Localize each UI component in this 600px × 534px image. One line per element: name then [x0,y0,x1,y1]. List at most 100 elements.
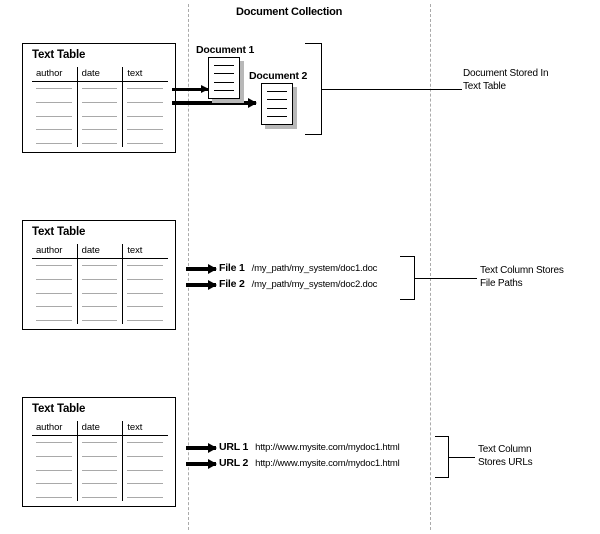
file-2-value: /my_path/my_system/doc2.doc [251,279,378,290]
table-row [127,101,164,103]
column-rows [78,259,123,324]
text-table-columns: author date [32,67,169,147]
file-2-key: File 2 [219,278,245,290]
table-row [81,455,118,457]
table-row [127,278,164,280]
column-header-date: date [77,67,123,82]
table-row [36,306,72,308]
table-column-text: text [122,67,169,147]
table-column-date: date [76,67,123,147]
table-row [81,320,118,321]
arrow-to-document-2 [172,98,257,108]
table-row [81,143,118,144]
table-row [127,129,164,131]
column-header-text: text [123,244,169,259]
table-row [127,497,164,498]
column-header-author: author [32,244,77,259]
arrow-to-file-1 [186,264,217,274]
leader-line-urls [449,457,475,458]
table-row [36,265,72,266]
table-row [81,278,118,280]
url-2-value: http://www.mysite.com/mydoc1.html [255,458,400,469]
table-row [36,497,72,498]
text-table-title: Text Table [32,403,86,415]
column-header-author: author [32,67,77,82]
document-1-label: Document 1 [196,44,255,56]
table-column-author: author [32,421,77,501]
table-row [127,306,164,308]
document-2-icon [261,83,297,129]
table-row [36,455,72,457]
column-header-author: author [32,421,77,436]
table-row [127,442,164,443]
collection-boundary-right [430,4,431,530]
column-rows [123,82,168,147]
table-row [127,143,164,144]
url-1-key: URL 1 [219,441,249,453]
arrow-to-url-1 [186,443,217,453]
column-header-date: date [77,421,123,436]
table-row [36,101,72,103]
table-row [36,143,72,144]
url-row-1: URL 1 http://www.mysite.com/mydoc1.html [219,441,400,453]
text-table-file-paths: Text Table author date [22,220,176,330]
table-row [81,306,118,308]
table-column-text: text [122,244,169,324]
table-row [81,115,118,117]
table-row [36,115,72,117]
text-table-urls: Text Table author date [22,397,176,507]
column-rows [32,259,77,324]
table-row [127,455,164,457]
table-row [127,292,164,294]
table-column-author: author [32,244,77,324]
table-row [127,115,164,117]
url-2-key: URL 2 [219,457,249,469]
arrow-to-url-2 [186,459,217,469]
document-2-label: Document 2 [249,70,308,82]
bracket-file-paths [400,256,415,300]
annotation-text-column-stores-urls: Text Column Stores URLs [478,444,533,468]
table-row [81,483,118,485]
table-column-date: date [76,244,123,324]
document-collection-title: Document Collection [236,6,343,18]
table-row [81,497,118,498]
arrow-to-file-2 [186,280,217,290]
annotation-document-stored-in-text-table: Document Stored In Text Table [463,68,549,92]
table-row [81,129,118,131]
table-row [127,88,164,89]
column-header-text: text [123,421,169,436]
table-row [36,278,72,280]
url-1-value: http://www.mysite.com/mydoc1.html [255,442,400,453]
column-rows [32,436,77,501]
table-row [81,265,118,266]
column-header-date: date [77,244,123,259]
annotation-text-column-stores-file-paths: Text Column Stores File Paths [480,265,564,289]
table-row [127,469,164,471]
column-rows [78,436,123,501]
table-row [36,320,72,321]
column-rows [78,82,123,147]
table-row [127,320,164,321]
text-table-columns: author date [32,244,169,324]
table-row [36,292,72,294]
table-row [36,469,72,471]
table-row [36,483,72,485]
table-row [36,129,72,131]
table-row [81,469,118,471]
file-1-key: File 1 [219,262,245,274]
url-row-2: URL 2 http://www.mysite.com/mydoc1.html [219,457,400,469]
document-1-icon [208,57,244,103]
column-rows [32,82,77,147]
file-path-row-2: File 2/my_path/my_system/doc2.doc [219,278,377,290]
table-row [36,88,72,89]
text-table-title: Text Table [32,49,86,61]
table-column-author: author [32,67,77,147]
leader-line-documents [322,89,462,90]
table-row [81,442,118,443]
bracket-urls [435,436,449,478]
column-rows [123,259,168,324]
table-row [127,265,164,266]
file-path-row-1: File 1/my_path/my_system/doc1.doc [219,262,377,274]
file-1-value: /my_path/my_system/doc1.doc [251,263,378,274]
